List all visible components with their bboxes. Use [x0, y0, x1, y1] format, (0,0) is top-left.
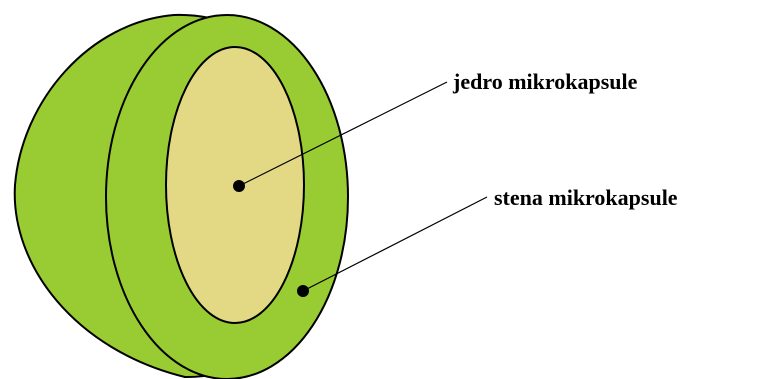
- wall-label: stena mikrokapsule: [494, 185, 678, 210]
- core-label: jedro mikrokapsule: [452, 69, 638, 94]
- wall-dot: [297, 285, 309, 297]
- core-dot: [233, 180, 245, 192]
